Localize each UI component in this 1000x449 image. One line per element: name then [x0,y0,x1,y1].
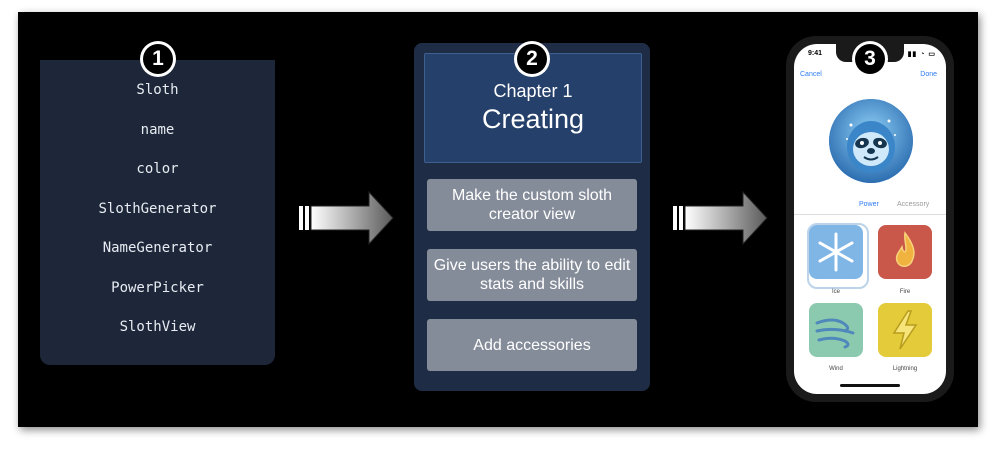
step-item: Add accessories [427,319,637,371]
phone-frame: 9:41 ▮▮ ◔ ▭ Cancel Done Power Accessory [786,36,954,402]
power-label: Fire [899,289,911,295]
selection-ring [807,223,869,289]
model-item: name [140,122,175,138]
chapter-number: Chapter 1 [493,81,573,101]
home-indicator [840,384,900,387]
lightning-icon [892,310,918,350]
step-badge-3: 3 [852,41,888,77]
power-card-ice[interactable] [809,225,863,279]
model-item: SlothView [119,319,196,335]
snowflake-icon [818,232,854,272]
model-list-panel: Sloth name color SlothGenerator NameGene… [40,60,275,365]
chapter-panel: Chapter 1 Creating Make the custom sloth… [414,43,650,391]
arrow-right-icon [299,190,394,246]
step-badge-2: 2 [514,41,550,77]
phone-screen: 9:41 ▮▮ ◔ ▭ Cancel Done Power Accessory [794,44,946,394]
tab-accessory[interactable]: Accessory [897,201,930,208]
arrow-right-icon [673,190,768,246]
sloth-avatar [829,99,913,183]
model-item: Sloth [136,82,179,98]
power-card-lightning[interactable] [878,303,932,357]
step-badge-1: 1 [140,41,176,77]
chapter-title: Creating [481,104,585,134]
model-item: SlothGenerator [98,201,217,217]
wind-icon [815,318,855,349]
power-label: Wind [829,366,843,372]
cancel-button[interactable]: Cancel [800,71,822,78]
flame-icon [895,231,915,267]
model-item: NameGenerator [102,240,213,256]
tab-power[interactable]: Power [859,201,879,208]
step-item: Make the custom sloth creator view [427,179,637,231]
power-card-wind[interactable] [809,303,863,357]
power-card-fire[interactable] [878,225,932,279]
power-label: Lightning [892,366,918,372]
model-item: PowerPicker [111,280,204,296]
done-button[interactable]: Done [920,71,937,78]
status-time: 9:41 [808,50,823,57]
power-label: Ice [831,289,840,295]
divider [794,214,946,215]
status-icons: ▮▮ ◔ ▭ [907,51,936,58]
model-item: color [136,161,179,177]
step-item: Give users the ability to edit stats and… [427,249,637,301]
